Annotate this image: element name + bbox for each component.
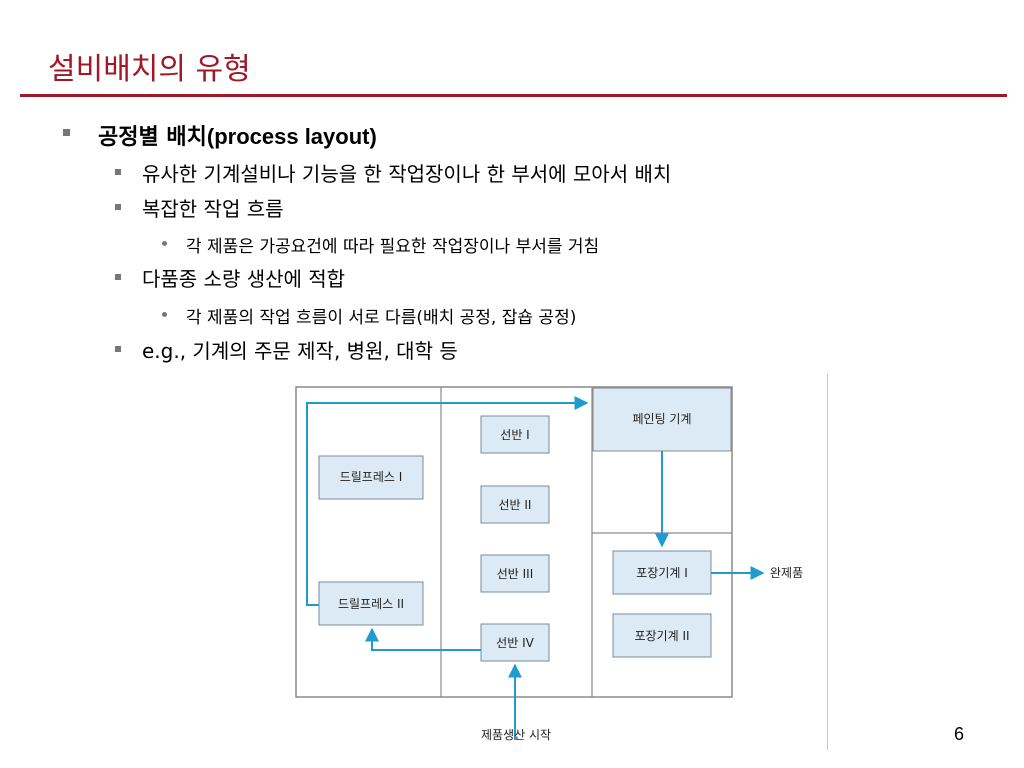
flow-lathe4-to-drill2-arrow — [365, 627, 481, 651]
pack-1-label: 포장기계 I — [636, 566, 688, 580]
lathe-3-label: 선반 III — [497, 567, 534, 581]
production-start-label: 제품생산 시작 — [481, 728, 551, 742]
title-divider — [20, 94, 1007, 97]
bullet-title-en: (process layout) — [206, 124, 377, 149]
page-number: 6 — [954, 724, 965, 744]
lathe-1-label: 선반 I — [500, 428, 529, 442]
bullet-different-flows: 각 제품의 작업 흐름이 서로 다름(배치 공정, 잡숍 공정) — [186, 308, 577, 328]
bullet-marker — [115, 274, 121, 280]
drill-press-2-label: 드릴프레스 II — [338, 597, 404, 611]
bullet-marker — [115, 169, 121, 175]
slide-title: 설비배치의 유형 — [48, 52, 251, 87]
pack-1-box — [612, 550, 712, 595]
drill-press-2-box — [318, 581, 424, 626]
bullet-title-ko: 공정별 배치 — [98, 125, 207, 150]
bullet-product-routing: 각 제품은 가공요건에 따라 필요한 작업장이나 부서를 거침 — [186, 237, 600, 257]
bullet-process-layout: 공정별 배치(process layout) — [98, 119, 377, 151]
lathe-4-box — [480, 623, 550, 662]
bullet-complex-flow: 복잡한 작업 흐름 — [142, 197, 284, 221]
paint-area — [592, 387, 732, 452]
vertical-divider — [827, 374, 828, 750]
finished-product-label: 완제품 — [770, 566, 803, 580]
paint-machine-label: 페인팅 기계 — [632, 412, 691, 426]
bullet-similar-machines: 유사한 기계설비나 기능을 한 작업장이나 한 부서에 모아서 배치 — [142, 162, 672, 186]
lathe-2-box — [480, 485, 550, 524]
bullet-small-batch: 다품종 소량 생산에 적합 — [142, 267, 346, 291]
bullet-marker — [162, 241, 167, 246]
bullet-examples: e.g., 기계의 주문 제작, 병원, 대학 등 — [142, 339, 458, 363]
bullet-marker — [115, 346, 121, 352]
bullet-marker — [162, 312, 167, 317]
lathe-3-box — [480, 554, 550, 593]
lathe-4-label: 선반 IV — [496, 636, 534, 650]
pack-2-label: 포장기계 II — [634, 629, 689, 643]
lathe-2-label: 선반 II — [499, 498, 532, 512]
drill-press-1-label: 드릴프레스 I — [340, 470, 403, 484]
pack-2-box — [612, 613, 712, 658]
drill-press-1-box — [318, 455, 424, 500]
bullet-marker — [115, 204, 121, 210]
lathe-1-box — [480, 415, 550, 454]
bullet-marker — [63, 129, 70, 136]
flow-drill2-to-paint-arrow — [306, 396, 589, 606]
